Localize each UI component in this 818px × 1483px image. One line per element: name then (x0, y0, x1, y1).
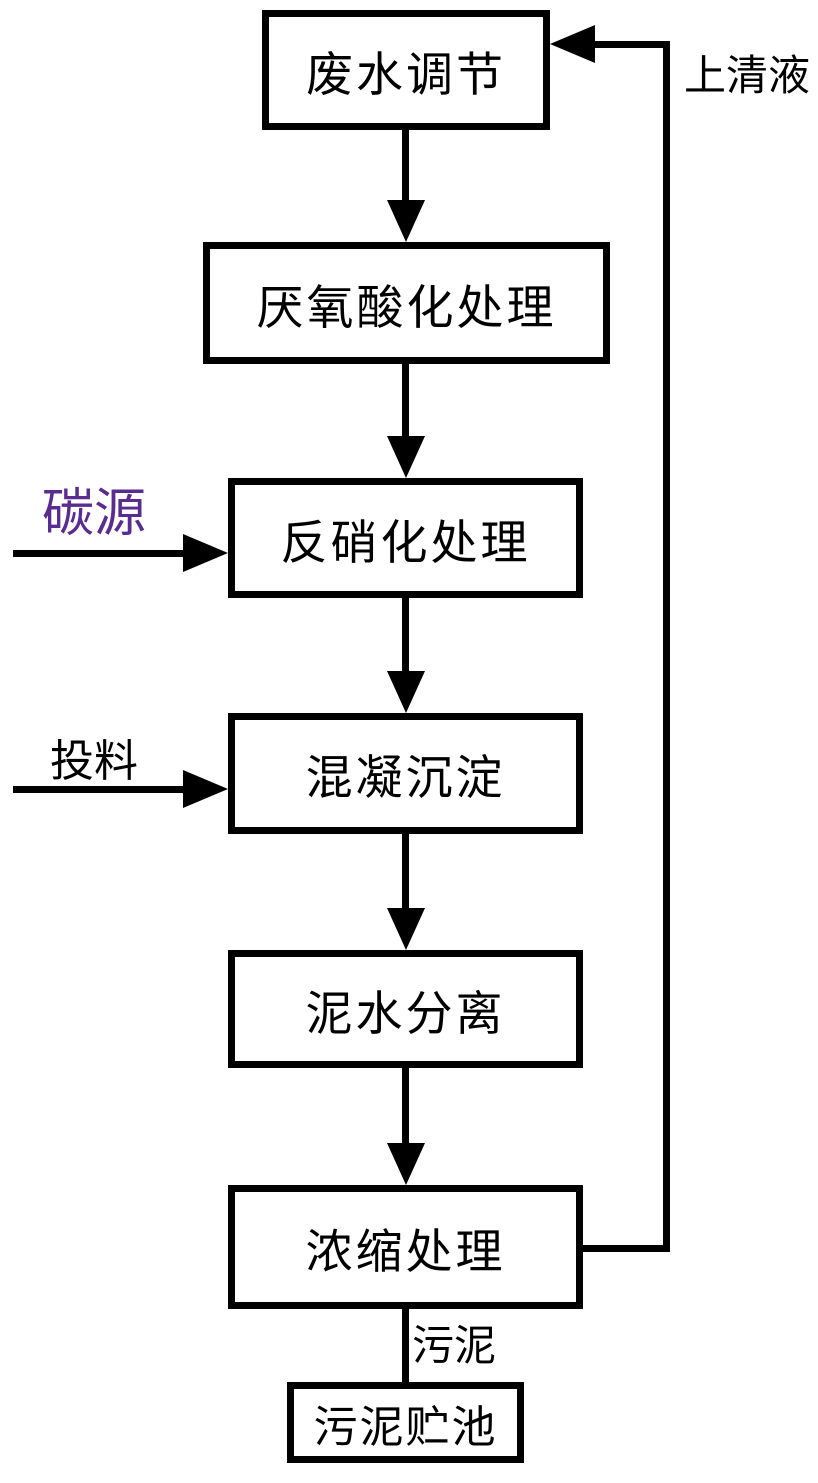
flow-arrow-shaft-3 (402, 596, 409, 673)
supernatant-label: 上清液 (684, 54, 811, 100)
process-box-label: 厌氧酸化处理 (256, 282, 557, 335)
right-arrowhead-icon (183, 534, 228, 572)
process-box-label: 废水调节 (306, 49, 506, 102)
feeding-arrow-shaft (13, 786, 187, 793)
supernatant-vertical-segment (663, 41, 670, 1252)
sludge-connector-line (402, 1307, 409, 1383)
process-box-mud-water-separation: 泥水分离 (228, 950, 583, 1068)
process-box-label: 混凝沉淀 (305, 753, 506, 805)
process-box-label: 反硝化处理 (280, 517, 531, 570)
process-box-label: 泥水分离 (305, 988, 506, 1041)
process-box-concentration-treatment: 浓缩处理 (228, 1185, 583, 1309)
flow-arrow-shaft-4 (402, 832, 409, 910)
carbon-source-label: 碳源 (42, 486, 147, 543)
sludge-label: 污泥 (412, 1324, 497, 1370)
process-box-coagulation-sedimentation: 混凝沉淀 (228, 713, 583, 834)
process-box-wastewater-regulation: 废水调节 (262, 10, 550, 130)
process-box-sludge-storage-tank: 污泥贮池 (287, 1382, 524, 1463)
down-arrowhead-icon (387, 908, 425, 950)
flow-arrow-shaft-5 (402, 1066, 409, 1145)
supernatant-bottom-segment (583, 1245, 670, 1252)
down-arrowhead-icon (387, 200, 425, 242)
flow-arrow-shaft-2 (402, 362, 409, 438)
down-arrowhead-icon (387, 436, 425, 478)
process-box-denitrification: 反硝化处理 (228, 478, 583, 598)
flow-arrow-shaft-1 (402, 128, 409, 204)
process-box-anaerobic-acidification: 厌氧酸化处理 (203, 242, 610, 364)
right-arrowhead-icon (183, 770, 228, 808)
carbon-source-arrow-shaft (13, 550, 187, 557)
supernatant-top-segment (592, 41, 670, 48)
process-box-label: 污泥贮池 (313, 1402, 498, 1452)
left-arrowhead-icon (550, 25, 595, 63)
feeding-label: 投料 (50, 737, 138, 786)
down-arrowhead-icon (387, 671, 425, 713)
process-box-label: 浓缩处理 (305, 1226, 506, 1279)
down-arrowhead-icon (387, 1143, 425, 1185)
